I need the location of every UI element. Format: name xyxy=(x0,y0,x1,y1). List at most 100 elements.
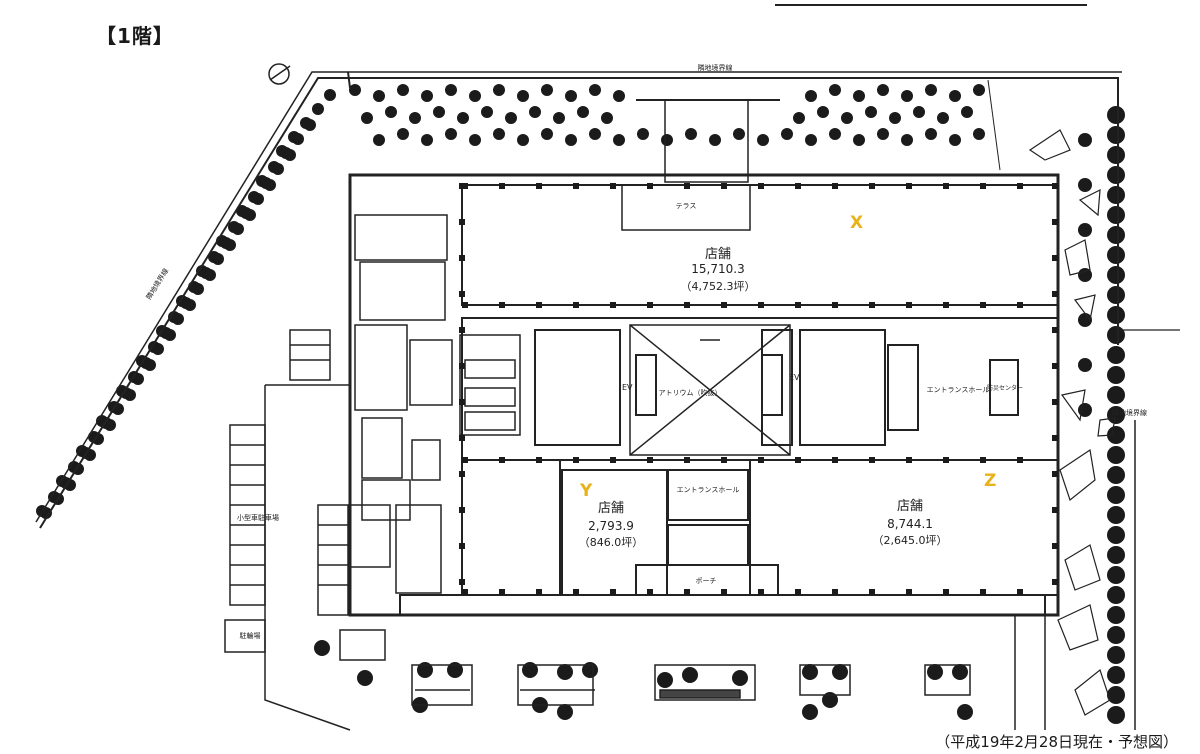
tree-icon xyxy=(553,112,565,124)
tree-icon xyxy=(1107,406,1125,424)
column-marker xyxy=(721,302,727,308)
zone-x-label: X xyxy=(850,213,863,233)
column-marker xyxy=(499,183,505,189)
column-marker xyxy=(459,507,465,513)
column-marker xyxy=(758,183,764,189)
tree-icon xyxy=(832,664,848,680)
store-z: 店舗 8,744.1 （2,645.0坪） xyxy=(873,499,948,547)
column-marker xyxy=(499,302,505,308)
column-marker xyxy=(459,435,465,441)
column-marker xyxy=(1052,471,1058,477)
column-marker xyxy=(1052,327,1058,333)
tree-icon xyxy=(793,112,805,124)
tree-icon xyxy=(292,133,304,145)
column-marker xyxy=(610,589,616,595)
column-marker xyxy=(832,457,838,463)
tree-icon xyxy=(973,128,985,140)
tree-icon xyxy=(1107,446,1125,464)
column-marker xyxy=(610,183,616,189)
column-marker xyxy=(573,589,579,595)
column-marker xyxy=(980,457,986,463)
column-marker xyxy=(462,589,468,595)
tree-icon xyxy=(144,359,156,371)
column-marker xyxy=(869,302,875,308)
column-marker xyxy=(906,183,912,189)
tree-icon xyxy=(732,670,748,686)
tree-icon xyxy=(1107,506,1125,524)
tree-icon xyxy=(373,90,385,102)
column-marker xyxy=(610,457,616,463)
tree-icon xyxy=(284,149,296,161)
column-marker xyxy=(1017,589,1023,595)
tree-icon xyxy=(1078,178,1092,192)
tree-icon xyxy=(1078,268,1092,282)
column-marker xyxy=(684,302,690,308)
column-marker xyxy=(869,183,875,189)
tree-icon xyxy=(1107,426,1125,444)
tree-icon xyxy=(557,664,573,680)
tree-icon xyxy=(1107,106,1125,124)
ev-left-label: EV xyxy=(622,383,633,392)
column-marker xyxy=(906,457,912,463)
tree-icon xyxy=(1107,626,1125,644)
tree-icon xyxy=(421,134,433,146)
tree-icon xyxy=(493,128,505,140)
tree-icon xyxy=(805,90,817,102)
column-marker xyxy=(536,589,542,595)
column-marker xyxy=(1017,302,1023,308)
column-marker xyxy=(906,302,912,308)
tree-icon xyxy=(877,84,889,96)
column-marker xyxy=(869,457,875,463)
column-marker xyxy=(980,589,986,595)
column-marker xyxy=(1052,579,1058,585)
tree-icon xyxy=(901,134,913,146)
road-west-label: 隣地境界線 xyxy=(144,267,170,301)
column-marker xyxy=(684,457,690,463)
column-marker xyxy=(1052,255,1058,261)
column-marker xyxy=(795,589,801,595)
road-east-label: 隣地境界線 xyxy=(1112,408,1147,417)
column-marker xyxy=(459,183,465,189)
column-marker xyxy=(459,327,465,333)
tree-icon xyxy=(913,106,925,118)
column-marker xyxy=(980,183,986,189)
column-marker xyxy=(459,291,465,297)
column-marker xyxy=(462,457,468,463)
site-boundary xyxy=(35,71,1180,529)
column-marker xyxy=(943,183,949,189)
tree-icon xyxy=(1078,313,1092,327)
column-marker xyxy=(758,589,764,595)
tree-icon xyxy=(1107,186,1125,204)
tree-icon xyxy=(184,299,196,311)
tree-icon xyxy=(385,106,397,118)
column-marker xyxy=(459,219,465,225)
column-marker xyxy=(499,589,505,595)
tree-icon xyxy=(1078,223,1092,237)
column-marker xyxy=(573,183,579,189)
tree-icon xyxy=(1107,546,1125,564)
store-x-tsubo: （4,752.3坪） xyxy=(681,280,756,293)
tree-icon xyxy=(1107,686,1125,704)
column-marker xyxy=(795,302,801,308)
tree-icon xyxy=(973,84,985,96)
tree-icon xyxy=(517,134,529,146)
tree-icon xyxy=(481,106,493,118)
column-marker xyxy=(1052,363,1058,369)
column-marker xyxy=(573,457,579,463)
column-marker xyxy=(1017,183,1023,189)
tree-icon xyxy=(829,84,841,96)
store-y-name: 店舗 xyxy=(598,501,624,516)
tree-icon xyxy=(212,253,224,265)
tree-icon xyxy=(613,134,625,146)
column-marker xyxy=(721,183,727,189)
tree-icon xyxy=(92,433,104,445)
tree-icon xyxy=(172,313,184,325)
tree-icon xyxy=(1107,266,1125,284)
tree-icon xyxy=(817,106,829,118)
column-marker xyxy=(459,363,465,369)
tree-icon xyxy=(565,90,577,102)
tree-icon xyxy=(841,112,853,124)
tree-icon xyxy=(733,128,745,140)
tree-icon xyxy=(304,119,316,131)
